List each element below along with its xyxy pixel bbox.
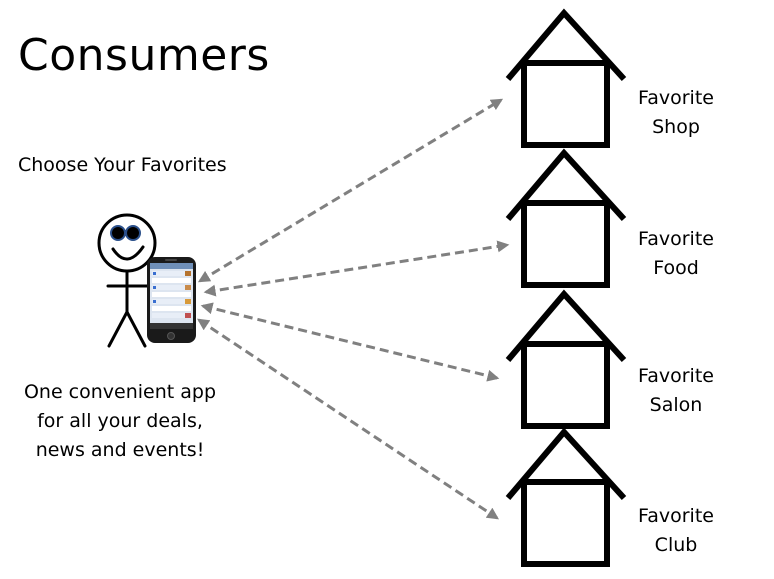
house-roof [505, 427, 627, 501]
destination-label-line: Food [653, 257, 699, 279]
subtitle: Choose Your Favorites [18, 154, 227, 176]
house-icon [505, 289, 627, 429]
stick-figure-eye-right [125, 225, 141, 241]
tagline-line: One convenient app [23, 381, 217, 403]
house-icon [505, 427, 627, 567]
smartphone-icon [147, 257, 196, 343]
page-title: Consumers [18, 30, 270, 81]
house-roof [505, 148, 627, 222]
stick-figure-leg-right [125, 310, 147, 348]
destination-label-line: Shop [652, 116, 700, 138]
tagline-line: for all your deals, [37, 410, 203, 432]
stick-figure-smile [111, 245, 145, 261]
house-body-salon [521, 341, 610, 429]
stick-figure-icon [97, 213, 157, 348]
double-arrow-food [203, 240, 510, 297]
destination-label-shop: Favorite Shop [626, 84, 726, 142]
house-body-club [521, 479, 610, 567]
destination-label-salon: Favorite Salon [626, 362, 726, 420]
destination-label-line: Favorite [638, 87, 714, 109]
houses-group [505, 8, 627, 567]
destination-label-line: Favorite [638, 228, 714, 250]
destination-label-line: Salon [649, 394, 703, 416]
destination-label-food: Favorite Food [626, 225, 726, 283]
stick-figure-eye-left [110, 225, 126, 241]
house-icon [505, 148, 627, 288]
house-icon [505, 8, 627, 148]
double-arrow-salon [200, 302, 500, 382]
house-roof [505, 289, 627, 363]
stick-figure-head [97, 213, 157, 273]
tagline: One convenient app for all your deals, n… [10, 378, 230, 465]
destination-label-line: Club [654, 534, 698, 556]
stick-figure-leg-left [107, 310, 129, 348]
arrows-group [197, 98, 510, 520]
double-arrow-club [197, 318, 499, 520]
destination-label-club: Favorite Club [626, 502, 726, 560]
house-body-shop [521, 60, 610, 148]
tagline-line: news and events! [35, 439, 205, 461]
house-body-food [521, 200, 610, 288]
house-roof [505, 8, 627, 82]
destination-label-line: Favorite [638, 365, 714, 387]
destination-label-line: Favorite [638, 505, 714, 527]
